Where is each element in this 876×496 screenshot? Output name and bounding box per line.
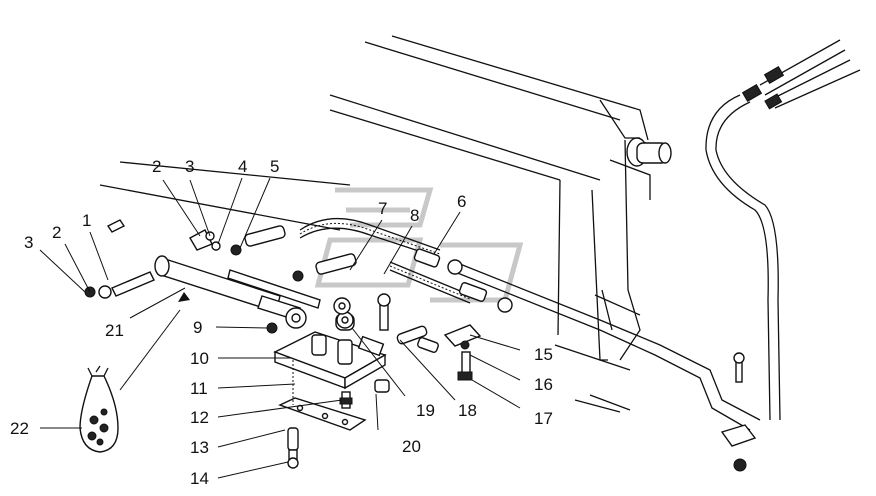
callout-2-top-label: 2 — [152, 157, 161, 176]
callout-10-label: 10 — [190, 349, 209, 368]
hydraulic-pipes — [299, 39, 861, 431]
callout-7-label: 7 — [378, 199, 387, 218]
callout-labels: 1 2 3 2 3 4 5 6 7 8 9 10 11 12 13 14 15 … — [10, 157, 553, 488]
callout-8-label: 8 — [410, 206, 419, 225]
callout-17-label: 17 — [534, 409, 553, 428]
callout-12-label: 12 — [190, 408, 209, 427]
hydraulic-cylinder — [84, 219, 321, 329]
callout-19-label: 19 — [416, 401, 435, 420]
callout-18-label: 18 — [458, 401, 477, 420]
callout-14-label: 14 — [190, 469, 209, 488]
machine-frame — [99, 35, 672, 371]
callout-20-label: 20 — [402, 437, 421, 456]
callout-5-label: 5 — [270, 157, 279, 176]
callout-21-label: 21 — [105, 321, 124, 340]
callout-3-top-label: 3 — [185, 157, 194, 176]
callout-11-label: 11 — [190, 379, 208, 398]
parts-bag — [79, 365, 119, 453]
bracket-assembly — [266, 293, 428, 469]
callout-6-label: 6 — [457, 192, 466, 211]
callout-1-label: 1 — [82, 211, 91, 230]
callout-2-left-label: 2 — [52, 223, 61, 242]
callout-3-left-label: 3 — [24, 233, 33, 252]
leader-lines — [39, 177, 521, 479]
callout-13-label: 13 — [190, 438, 209, 457]
callout-9-label: 9 — [193, 318, 202, 337]
callout-15-label: 15 — [534, 345, 553, 364]
fittings — [189, 225, 513, 313]
callout-22-label: 22 — [10, 419, 29, 438]
callout-4-label: 4 — [238, 157, 247, 176]
watermark-logo — [314, 187, 524, 303]
callout-16-label: 16 — [534, 375, 553, 394]
right-hardware — [417, 324, 757, 472]
